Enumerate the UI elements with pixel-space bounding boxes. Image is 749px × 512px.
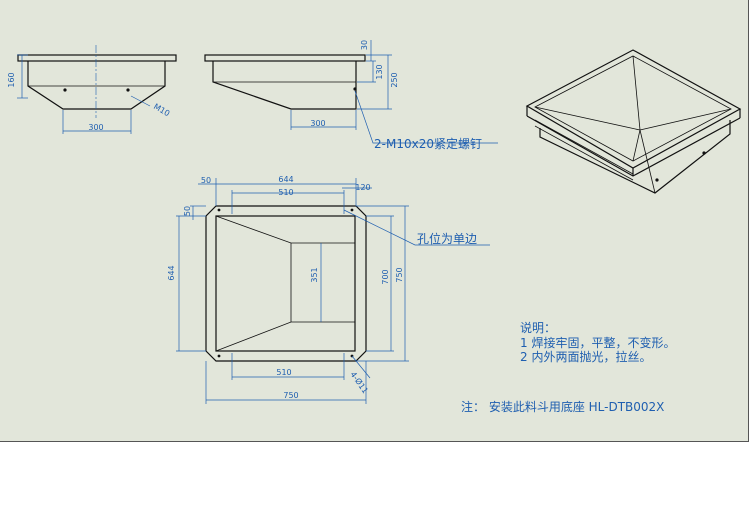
technical-drawing: 160 300 M10 30 130 250 300 2-M10x20紧定螺钉	[7, 40, 742, 414]
notes-line-2: 2 内外两面抛光，拉丝。	[520, 349, 651, 364]
top-view	[176, 178, 490, 404]
top-width-644-dim: 644	[278, 175, 293, 184]
side-flange-dim: 30	[360, 40, 369, 50]
top-750-w-dim: 750	[283, 391, 298, 400]
top-700-dim: 700	[381, 269, 390, 284]
top-120-dim: 120	[355, 183, 370, 192]
front-thread-dim: M10	[152, 102, 171, 118]
top-510-bottom-dim: 510	[276, 368, 291, 377]
front-view	[17, 45, 177, 134]
install-note: 注： 安装此料斗用底座 HL-DTB002X	[461, 399, 664, 414]
side-250-dim: 250	[390, 72, 399, 87]
front-width-dim: 300	[88, 123, 103, 132]
notes-title: 说明：	[520, 320, 556, 335]
top-height-644-dim: 644	[167, 265, 176, 280]
top-50-b-dim: 50	[183, 206, 192, 216]
top-510-top-dim: 510	[278, 188, 293, 197]
screw-callout: 2-M10x20紧定螺钉	[374, 136, 482, 151]
side-width-dim: 300	[310, 119, 325, 128]
notes-line-1: 1 焊接牢固，平整，不变形。	[520, 335, 675, 350]
front-height-dim: 160	[7, 72, 16, 87]
top-50-a-dim: 50	[201, 176, 211, 185]
isometric-view	[525, 49, 742, 194]
top-phi-dim: 4-Ø11	[348, 369, 370, 395]
top-351-dim: 351	[310, 267, 319, 282]
hole-callout: 孔位为单边	[417, 231, 477, 246]
top-750-h-dim: 750	[395, 267, 404, 282]
side-view	[204, 40, 498, 144]
drawing-sheet: 160 300 M10 30 130 250 300 2-M10x20紧定螺钉	[0, 0, 749, 442]
side-130-dim: 130	[375, 64, 384, 79]
